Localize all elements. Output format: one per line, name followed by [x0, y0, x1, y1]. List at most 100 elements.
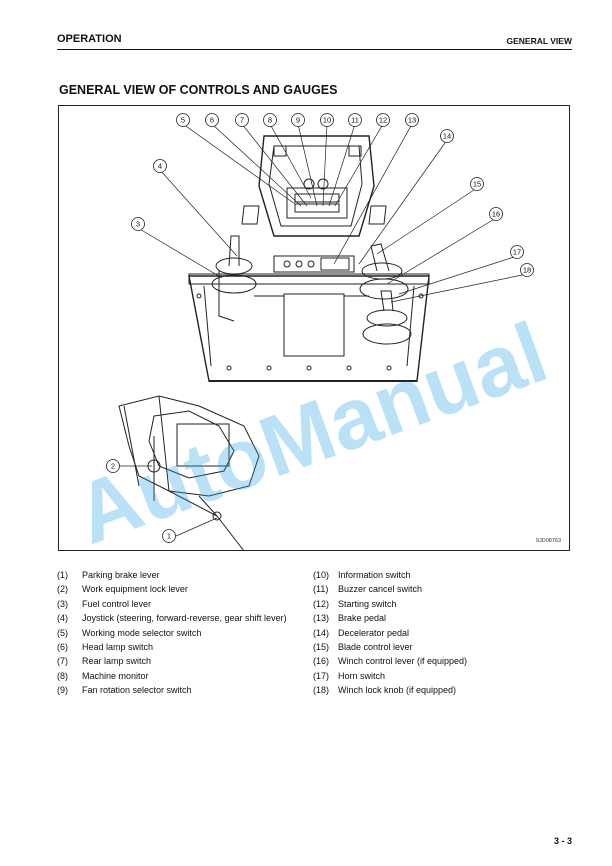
legend-number: (11) [313, 584, 329, 595]
legend-item: (16) Winch control lever (if equipped) [313, 654, 573, 668]
legend-item: (18) Winch lock knob (if equipped) [313, 683, 573, 697]
legend-item: (3) Fuel control lever [57, 597, 297, 611]
legend-text: Starting switch [338, 598, 397, 609]
legend-item: (7) Rear lamp switch [57, 654, 297, 668]
legend-number: (10) [313, 570, 330, 580]
callout-circle [376, 113, 390, 127]
legend-text: Work equipment lock lever [82, 584, 188, 595]
callout-circle [470, 177, 484, 191]
legend-text: Joystick (steering, forward-reverse, gea… [82, 613, 287, 624]
legend-text: Parking brake lever [82, 570, 160, 580]
legend-number: (6) [57, 642, 68, 653]
legend-text: Fan rotation selector switch [82, 685, 192, 696]
callout-label: 2 [111, 462, 115, 471]
callout-label: 11 [351, 116, 359, 125]
callout-label: 5 [181, 116, 185, 125]
callout-circle [153, 159, 167, 173]
legend-text: Blade control lever [338, 642, 413, 653]
legend-number: (17) [313, 670, 330, 681]
page-title: GENERAL VIEW OF CONTROLS AND GAUGES [59, 83, 338, 97]
legend-text: Working mode selector switch [82, 627, 202, 638]
callout-circle [440, 129, 454, 143]
legend-text: Rear lamp switch [82, 656, 152, 667]
legend-right: (10) Information switch (11) Buzzer cancel … [313, 568, 573, 698]
legend-text: Brake pedal [338, 613, 387, 624]
legend-number: (14) [313, 627, 330, 638]
legend-number: (3) [57, 598, 68, 609]
legend-item: (12) Starting switch [313, 597, 573, 611]
legend-item: (1) Parking brake lever [57, 568, 297, 582]
legend-number: (12) [313, 598, 330, 609]
legend-number: (15) [313, 642, 330, 653]
legend-item: (4) Joystick (steering, forward-reverse, … [57, 611, 297, 625]
legend-text: Winch lock knob (if equipped) [338, 685, 457, 696]
legend-number: (16) [313, 656, 330, 667]
callout-circle [162, 529, 176, 543]
legend-number: (4) [57, 613, 68, 624]
callout-label: 13 [408, 116, 416, 125]
callout-circle [263, 113, 277, 127]
legend-text: Horn switch [338, 670, 386, 681]
legend-item: (13) Brake pedal [313, 611, 573, 625]
legend-item: (10) Information switch [313, 568, 573, 582]
callout-circle [106, 459, 120, 473]
chapter-header: GENERAL VIEW [506, 36, 573, 46]
legend-item: (5) Working mode selector switch [57, 626, 297, 640]
legend-item: (8) Machine monitor [57, 669, 297, 683]
legend-text: Decelerator pedal [338, 627, 410, 638]
callout-circle [405, 113, 419, 127]
callout-label: 4 [158, 162, 162, 171]
callout-label: 7 [240, 116, 244, 125]
callout-label: 6 [210, 116, 214, 125]
section-header: OPERATION [57, 33, 122, 45]
legend-text: Buzzer cancel switch [338, 584, 423, 595]
callout-label: 18 [523, 266, 531, 275]
callout-label: 9 [296, 116, 300, 125]
legend-text: Information switch [338, 570, 411, 580]
callout-circle [291, 113, 305, 127]
legend-item: (11) Buzzer cancel switch [313, 582, 573, 596]
callout-circle [320, 113, 334, 127]
callout-circle [348, 113, 362, 127]
legend-text: Fuel control lever [82, 598, 152, 609]
callout-circle [235, 113, 249, 127]
legend-item: (9) Fan rotation selector switch [57, 683, 297, 697]
figure-code: 9JD08763 [535, 538, 561, 544]
legend-number: (1) [57, 570, 68, 580]
legend-item: (14) Decelerator pedal [313, 626, 573, 640]
legend-number: (7) [57, 656, 68, 667]
legend-number: (9) [57, 685, 68, 696]
legend-number: (8) [57, 670, 68, 681]
callout-label: 17 [513, 248, 521, 257]
legend-number: (5) [57, 627, 68, 638]
callout-label: 14 [443, 132, 451, 141]
callout-label: 12 [379, 116, 387, 125]
legend-item: (15) Blade control lever [313, 640, 573, 654]
callout-circle [489, 207, 503, 221]
legend-text: Winch control lever (if equipped) [338, 656, 468, 667]
legend-number: (13) [313, 613, 330, 624]
callout-circle [205, 113, 219, 127]
legend-item: (2) Work equipment lock lever [57, 582, 297, 596]
callout-circle [520, 263, 534, 277]
legend-left: (1) Parking brake lever (2) Work equipment … [57, 568, 297, 698]
legend-item: (6) Head lamp switch [57, 640, 297, 654]
legend-text: Machine monitor [82, 670, 149, 681]
callout-label: 3 [136, 220, 140, 229]
callout-label: 1 [167, 532, 171, 541]
callout-circle [510, 245, 524, 259]
legend-text: Head lamp switch [82, 642, 154, 653]
legend-item: (17) Horn switch [313, 669, 573, 683]
callout-circle [131, 217, 145, 231]
callout-label: 16 [492, 210, 500, 219]
callout-label: 10 [323, 116, 331, 125]
callout-label: 8 [268, 116, 272, 125]
callout-circle [176, 113, 190, 127]
legend-number: (2) [57, 584, 68, 595]
callout-label: 15 [473, 180, 481, 189]
page-number: 3 - 3 [553, 836, 572, 846]
legend-number: (18) [313, 685, 330, 696]
header-rule [57, 49, 572, 50]
